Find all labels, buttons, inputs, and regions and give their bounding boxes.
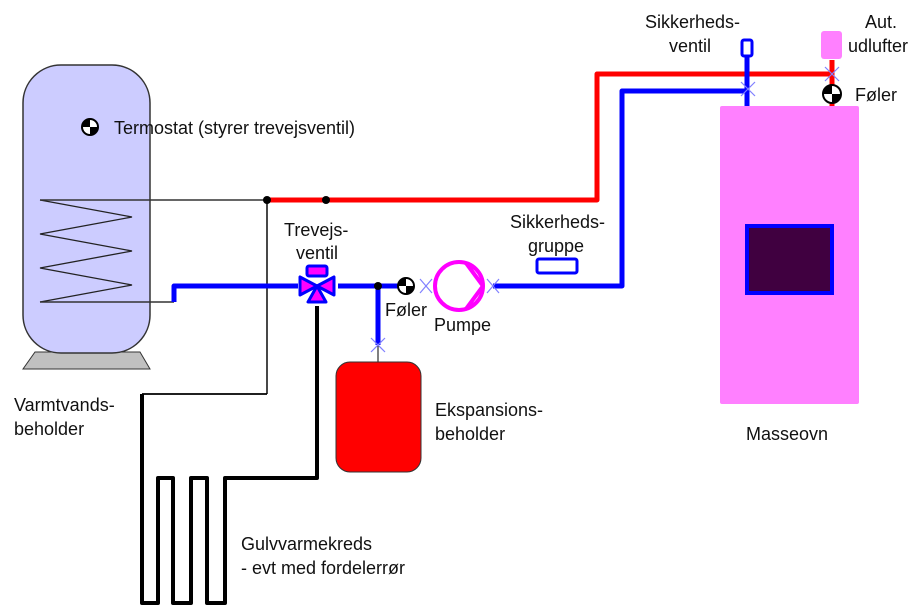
stove-sensor-icon	[822, 84, 842, 104]
tank-label-line1: Varmtvands-	[14, 395, 115, 415]
safety-valve[interactable]	[740, 38, 754, 58]
hot-water-tank[interactable]	[22, 64, 151, 370]
air-vent-label-line2: udlufter	[848, 36, 908, 56]
three-way-valve[interactable]	[298, 264, 336, 304]
pump[interactable]	[433, 260, 485, 312]
safety-group-label-line1: Sikkerheds-	[510, 212, 605, 232]
stove-label: Masseovn	[746, 424, 828, 444]
tank-label-line2: beholder	[14, 419, 84, 439]
junction-dot	[374, 282, 382, 290]
safety-group[interactable]	[535, 257, 579, 275]
air-vent-label-line1: Aut.	[865, 12, 897, 32]
expansion-tank[interactable]	[335, 361, 422, 473]
joint-crosses	[370, 66, 840, 353]
junction-dot	[263, 196, 271, 204]
stove-window	[745, 224, 834, 295]
air-vent[interactable]	[821, 31, 842, 59]
safety-group-label-line2: gruppe	[528, 236, 584, 256]
masonry-stove[interactable]	[720, 106, 859, 404]
expansion-label-line1: Ekspansions-	[435, 400, 543, 420]
valve-right	[315, 275, 336, 297]
pump-sensor-icon	[397, 277, 415, 295]
safety-valve-label-line2: ventil	[669, 36, 711, 56]
safety-valve-label-line1: Sikkerheds-	[645, 12, 740, 32]
floor-heating-loop	[140, 306, 319, 605]
pump-sensor-label: Føler	[385, 300, 427, 320]
tank-coil	[39, 199, 133, 303]
thermostat-icon	[81, 118, 99, 136]
floor-heating-label-line1: Gulvvarmekreds	[241, 534, 372, 554]
stove-sensor-label: Føler	[855, 85, 897, 105]
tank-stand	[22, 351, 151, 370]
thermostat-label: Termostat (styrer trevejsventil)	[114, 118, 355, 138]
cold-pipe	[171, 55, 750, 362]
junction-dot	[322, 196, 330, 204]
expansion-label-line2: beholder	[435, 424, 505, 444]
coil-connections	[40, 199, 268, 395]
valve-actuator	[305, 264, 329, 278]
valve-bottom	[306, 284, 328, 304]
valve-label-line2: ventil	[296, 243, 338, 263]
floor-heating-label-line2: - evt med fordelerrør	[241, 558, 405, 578]
pump-label: Pumpe	[434, 315, 491, 335]
valve-label-line1: Trevejs-	[284, 220, 348, 240]
valve-left	[298, 275, 319, 297]
